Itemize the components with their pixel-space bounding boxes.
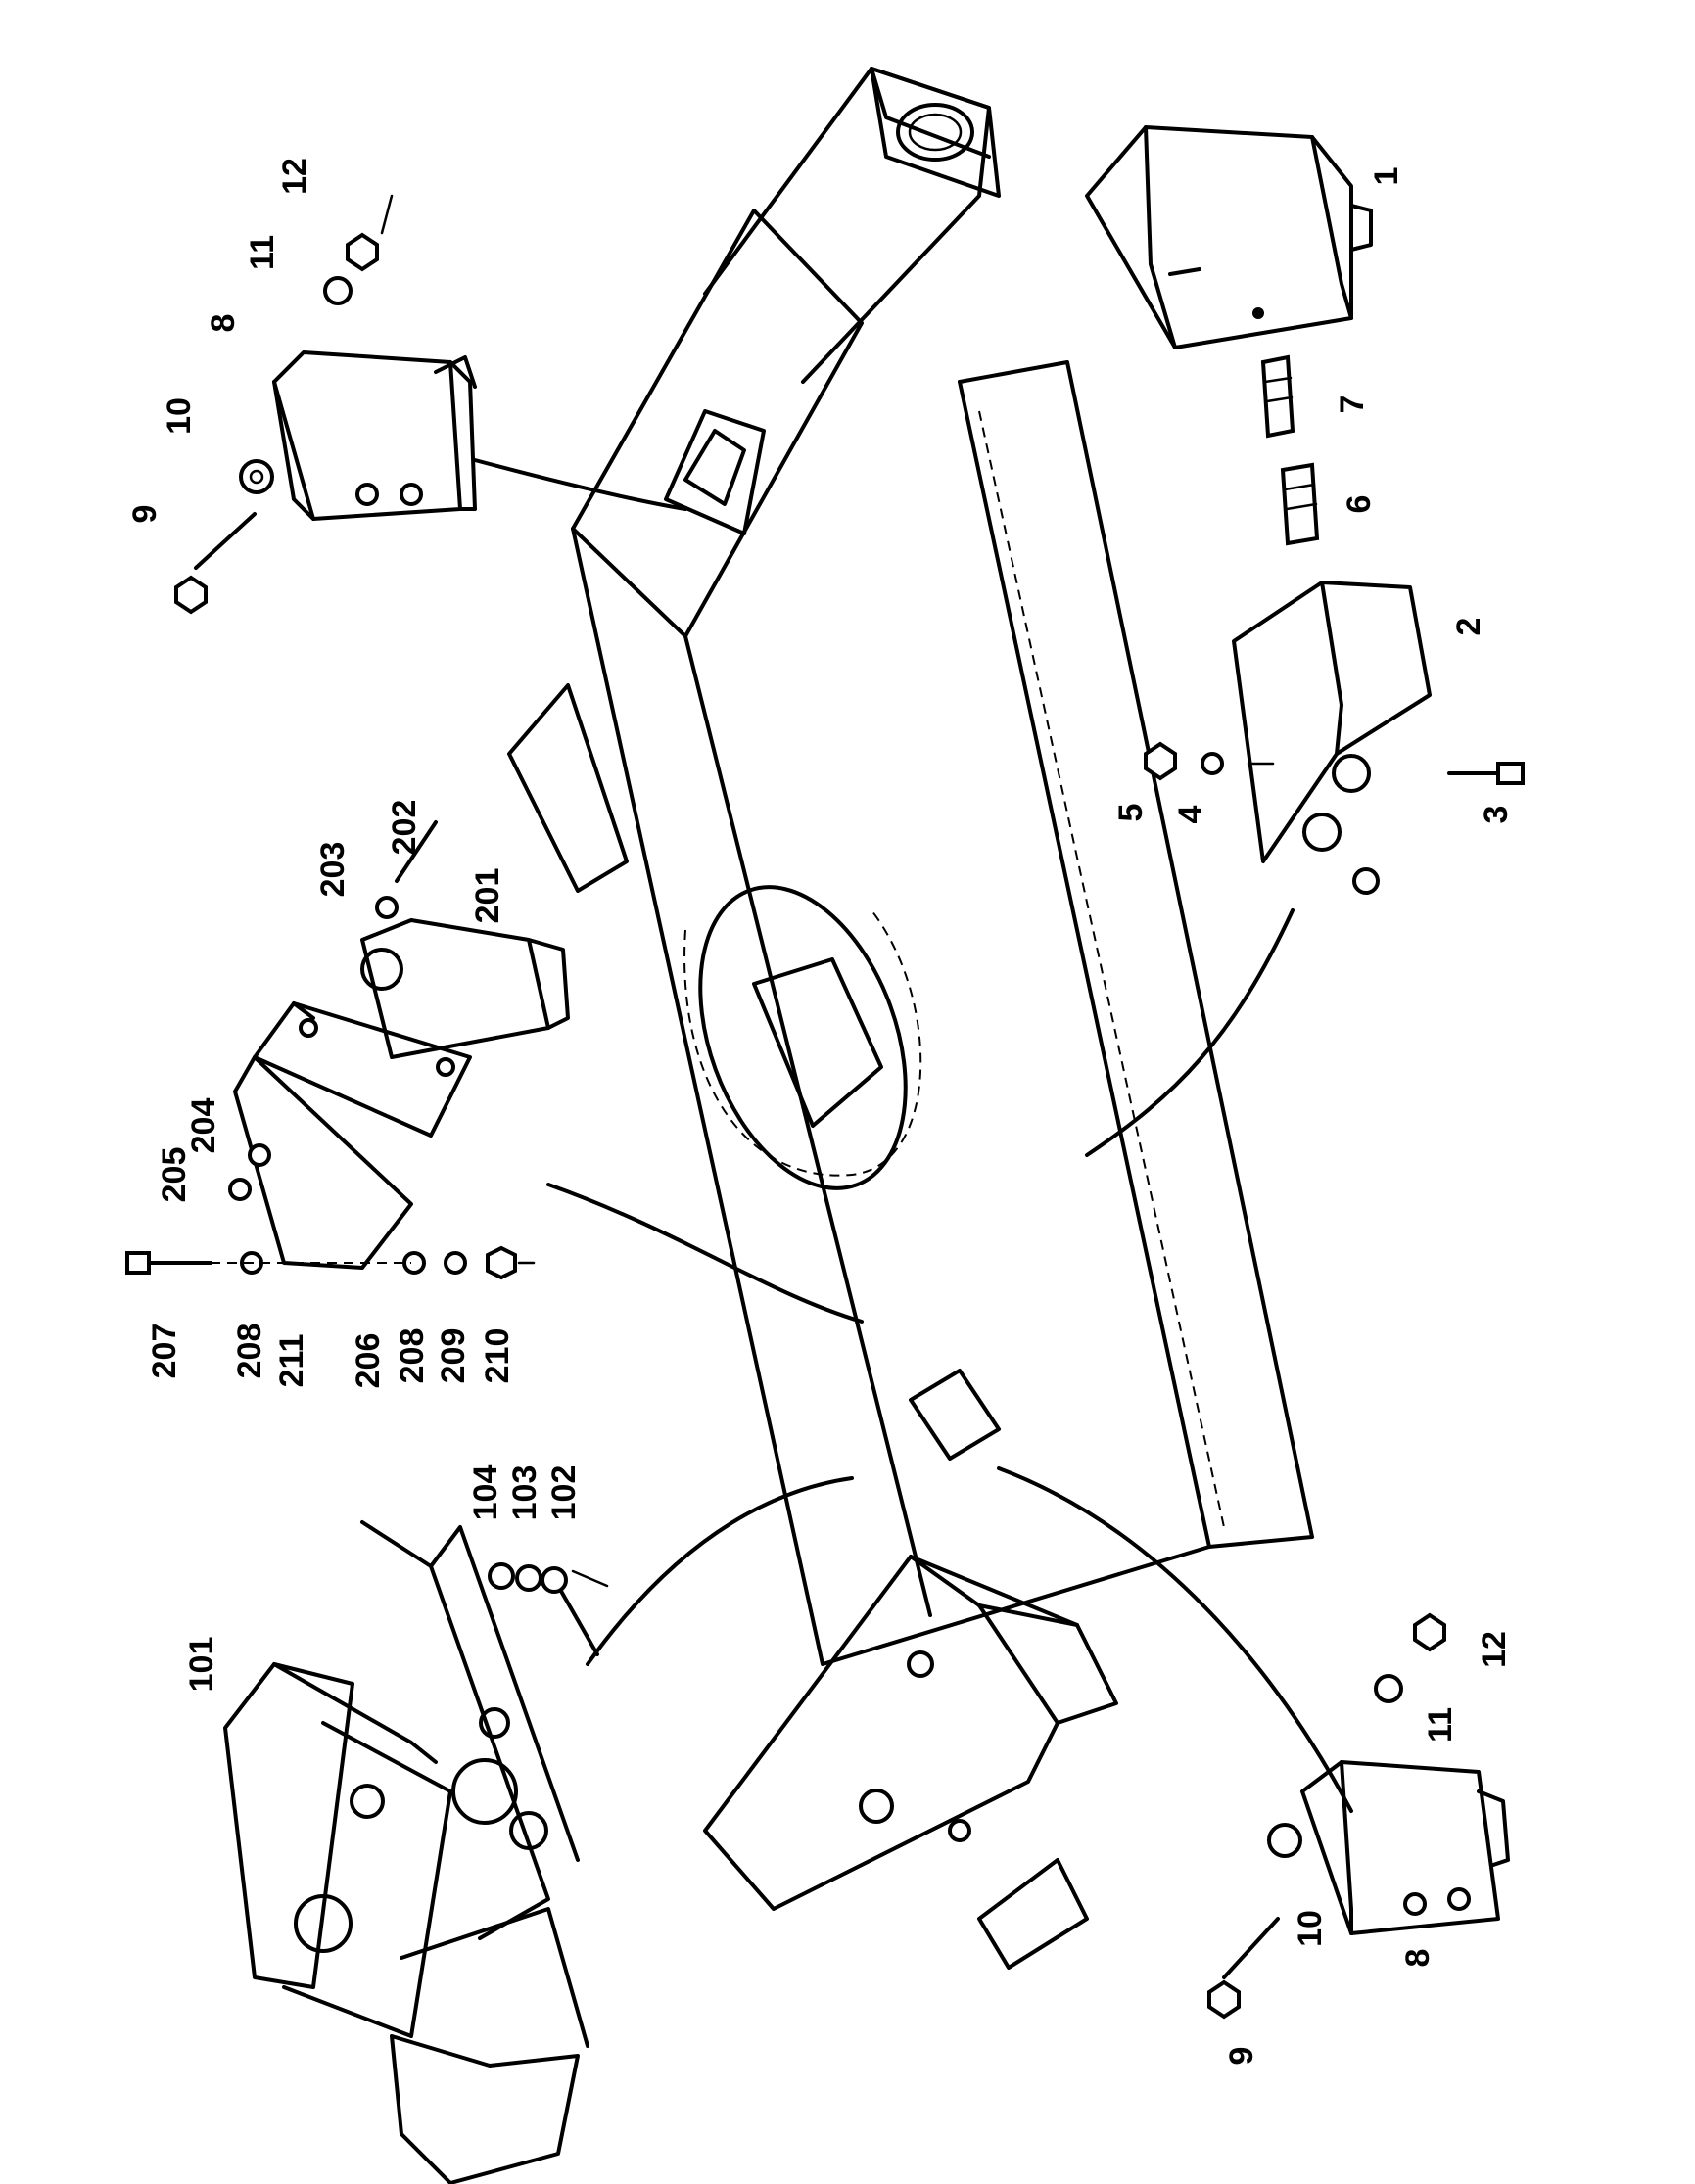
callout-3: 3 — [1478, 806, 1515, 824]
callout-104: 104 — [467, 1465, 504, 1521]
bracket-assembly-201 — [125, 820, 570, 1280]
callout-102: 102 — [545, 1465, 583, 1521]
callout-202: 202 — [386, 800, 423, 856]
fitting-7 — [1260, 354, 1295, 439]
callout-201: 201 — [469, 868, 506, 924]
callout-6: 6 — [1341, 495, 1378, 514]
callout-208-left: 208 — [231, 1324, 268, 1379]
callout-207: 207 — [146, 1324, 183, 1379]
callout-1: 1 — [1368, 167, 1405, 186]
switch-assembly-upper — [174, 194, 477, 615]
callout-205: 205 — [156, 1147, 193, 1203]
callout-labels: 1 7 6 2 5 4 3 12 11 8 10 9 12 11 10 8 9 … — [126, 158, 1515, 2065]
callout-101: 101 — [183, 1637, 220, 1693]
callout-203: 203 — [314, 842, 352, 898]
switch-assembly-lower — [1207, 1612, 1510, 2020]
callout-210: 210 — [479, 1328, 516, 1384]
callout-8-upper: 8 — [205, 314, 242, 333]
callout-8-lower: 8 — [1399, 1949, 1436, 1968]
callout-211: 211 — [273, 1334, 310, 1388]
callout-9-upper: 9 — [126, 505, 164, 524]
callout-103: 103 — [506, 1465, 543, 1521]
component-block-2 — [1144, 581, 1525, 895]
main-frame-assembly — [473, 67, 1353, 1970]
callout-11-lower: 11 — [1422, 1707, 1459, 1743]
callout-206: 206 — [350, 1333, 387, 1389]
cylinder-assembly-101 — [223, 1520, 609, 2184]
callout-7: 7 — [1334, 395, 1371, 414]
callout-204: 204 — [185, 1098, 222, 1154]
callout-4: 4 — [1172, 805, 1209, 823]
fitting-6 — [1280, 462, 1320, 546]
callout-11-upper: 11 — [244, 235, 281, 270]
callout-9-lower: 9 — [1223, 2047, 1260, 2066]
callout-10-upper: 10 — [161, 397, 198, 435]
callout-208-right: 208 — [394, 1328, 431, 1384]
callout-10-lower: 10 — [1292, 1910, 1329, 1947]
callout-5: 5 — [1112, 804, 1150, 822]
callout-2: 2 — [1450, 618, 1487, 636]
callout-209: 209 — [435, 1328, 472, 1384]
callout-12-upper: 12 — [276, 158, 313, 195]
callout-12-lower: 12 — [1476, 1631, 1513, 1668]
component-block-1 — [1085, 125, 1373, 349]
